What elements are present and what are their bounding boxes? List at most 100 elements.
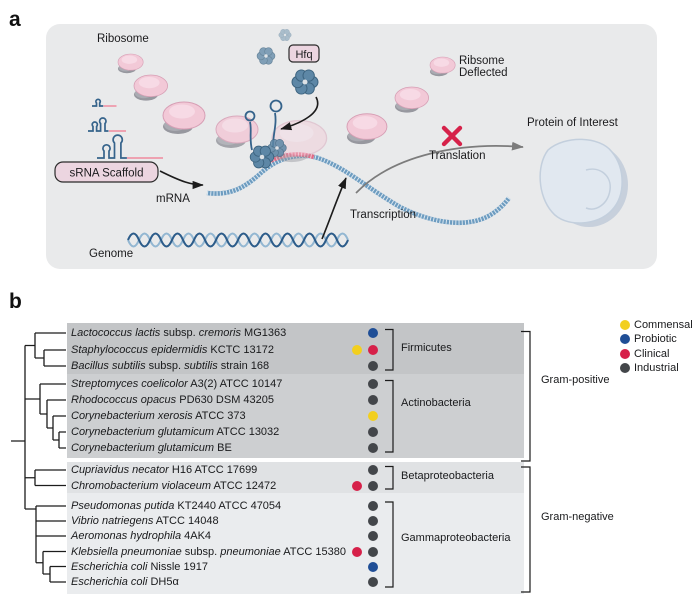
species-name: Corynebacterium glutamicum xyxy=(71,426,215,438)
strain-id: MG1363 xyxy=(240,327,287,339)
species-row: Vibrio natriegens ATCC 14048 xyxy=(71,514,219,528)
actinobacteria-background xyxy=(67,373,524,458)
dot-industrial xyxy=(368,480,378,491)
dot-industrial xyxy=(368,465,378,475)
species-name: Cupriavidus necator xyxy=(71,464,169,476)
species-name: Lactococcus lactis xyxy=(71,327,161,339)
panel-a-label: a xyxy=(9,8,21,31)
legend-swatch-industrial xyxy=(620,363,630,373)
strain-id: KT2440 ATCC 47054 xyxy=(174,500,282,512)
legend-swatch-clinical xyxy=(620,348,630,359)
species-row: Klebsiella pneumoniae subsp. pneumoniae … xyxy=(71,545,346,559)
legend-swatch-probiotic xyxy=(620,334,630,344)
mrna-label: mRNA xyxy=(156,193,190,205)
species-row: Streptomyces coelicolor A3(2) ATCC 10147 xyxy=(71,377,282,391)
species-name: Aeromonas hydrophila xyxy=(71,530,182,542)
dot-industrial xyxy=(368,531,378,541)
tree-branches xyxy=(11,332,66,583)
species-name: Chromobacterium violaceum xyxy=(71,479,211,492)
dot-industrial xyxy=(368,427,378,437)
dot-clinical xyxy=(352,480,362,491)
transcription-label: Transcription xyxy=(350,209,416,221)
species-name: Pseudomonas putida xyxy=(71,500,175,512)
dot-industrial xyxy=(368,577,378,587)
species-row: Pseudomonas putida KT2440 ATCC 47054 xyxy=(71,499,281,513)
species-name: subsp. xyxy=(181,545,221,558)
species-row: Corynebacterium glutamicum BE xyxy=(71,441,232,455)
firmicutes-background xyxy=(67,323,524,374)
dot-industrial xyxy=(368,395,378,405)
strain-id: KCTC 13172 xyxy=(207,344,275,356)
species-row: Cupriavidus necator H16 ATCC 17699 xyxy=(71,463,257,477)
gram-positive-label: Gram-positive xyxy=(541,374,610,386)
strain-id: ATCC 13032 xyxy=(214,426,280,438)
strain-id: H16 ATCC 17699 xyxy=(168,464,258,476)
genome-label: Genome xyxy=(89,248,133,260)
protein-of-interest-label: Protein of Interest xyxy=(527,117,619,129)
species-row: Rhodococcus opacus PD630 DSM 43205 xyxy=(71,393,274,407)
panel-b-label: b xyxy=(9,290,22,313)
legend-label-industrial: Industrial xyxy=(634,362,679,374)
legend-label-probiotic: Probiotic xyxy=(634,333,677,345)
species-row: Lactococcus lactis subsp. cremoris MG136… xyxy=(71,326,286,340)
species-row: Bacillus subtilis subsp. subtilis strain… xyxy=(71,359,269,373)
species-name: Streptomyces coelicolor xyxy=(71,378,188,390)
srna-on-hfq xyxy=(244,99,283,151)
species-name: Escherichia coli xyxy=(71,576,148,588)
group-label-betaproteobacteria: Betaproteobacteria xyxy=(401,470,494,482)
dot-industrial xyxy=(368,443,378,453)
gammaproteobacteria-background xyxy=(67,493,524,594)
group-label-firmicutes: Firmicutes xyxy=(401,342,452,354)
srna-scaffold-sketches xyxy=(88,98,163,159)
gram-negative-label: Gram-negative xyxy=(541,511,614,523)
ribsome-deflected-label-line2: Deflected xyxy=(459,67,508,79)
dot-clinical xyxy=(368,345,378,355)
species-row: Escherichia coli Nissle 1917 xyxy=(71,560,208,574)
strain-id: ATCC 373 xyxy=(192,410,246,422)
species-row: Staphylococcus epidermidis KCTC 13172 xyxy=(71,343,274,357)
blocked-x-icon xyxy=(441,125,463,147)
dot-probiotic xyxy=(368,561,378,572)
ribosome-label: Ribosome xyxy=(97,33,149,45)
group-brackets xyxy=(385,328,394,588)
strain-id: DH5α xyxy=(147,576,179,588)
dot-industrial xyxy=(368,546,378,557)
legend-label-clinical: Clinical xyxy=(634,347,670,360)
panel-a-background xyxy=(46,24,657,269)
species-row: Chromobacterium violaceum ATCC 12472 xyxy=(71,479,276,493)
genome-helix xyxy=(127,232,349,248)
strain-id: 4AK4 xyxy=(181,530,212,542)
species-name: Vibrio natriegens xyxy=(71,515,154,527)
species-name: Bacillus subtilis xyxy=(71,360,146,372)
srna-scaffold-label: sRNA Scaffold xyxy=(70,168,144,180)
species-name: subsp. xyxy=(160,327,199,339)
strain-id: ATCC 15380 xyxy=(280,545,347,558)
species-row: Escherichia coli DH5α xyxy=(71,575,179,589)
species-name: Staphylococcus epidermidis xyxy=(71,344,208,356)
species-name: subtilis xyxy=(184,360,218,372)
species-name: Escherichia coli xyxy=(71,560,148,573)
legend-label-commensal: Commensal xyxy=(634,318,693,331)
srna-scaffold-label-box xyxy=(54,161,159,183)
scaffold-to-mrna-arrow xyxy=(159,170,204,190)
dot-industrial xyxy=(368,361,378,371)
strain-id: A3(2) ATCC 10147 xyxy=(187,378,283,390)
protein-blob xyxy=(539,138,628,227)
dot-industrial xyxy=(368,501,378,511)
dot-probiotic xyxy=(368,328,378,338)
transcription-arrow xyxy=(321,177,347,240)
group-label-actinobacteria: Actinobacteria xyxy=(401,397,471,409)
dot-industrial xyxy=(368,516,378,526)
species-name: Rhodococcus opacus xyxy=(71,394,177,406)
species-name: cremoris xyxy=(198,327,241,339)
strain-id: ATCC 12472 xyxy=(211,479,277,492)
hfq-binding-arrow xyxy=(280,96,319,131)
strain-id: Nissle 1917 xyxy=(147,560,208,573)
translation-arrow xyxy=(355,141,524,194)
species-row: Aeromonas hydrophila 4AK4 xyxy=(71,529,211,543)
species-row: Corynebacterium xerosis ATCC 373 xyxy=(71,409,246,423)
betaproteobacteria-background xyxy=(67,462,524,493)
hfq-label: Hfq xyxy=(295,49,312,61)
dot-clinical xyxy=(352,546,362,557)
panel-a-illustration: Ribosome Hfq Ribsome Deflected Protein o… xyxy=(46,24,657,269)
